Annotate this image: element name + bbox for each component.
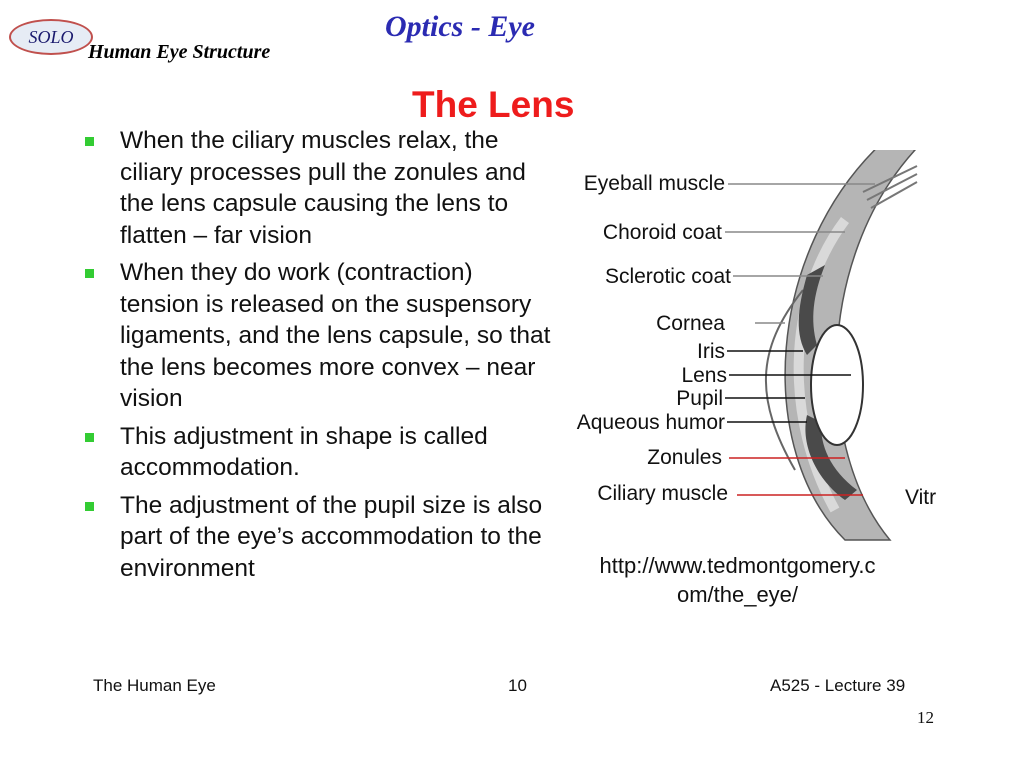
lens-heading: The Lens xyxy=(412,84,575,125)
ciliary-upper-shape xyxy=(798,265,825,355)
label-pupil: Pupil xyxy=(676,387,723,410)
bullet-marker-icon xyxy=(85,137,94,146)
bullet-item: The adjustment of the pupil size is also… xyxy=(82,490,552,585)
source-url-line-1: http://www.tedmontgomery.c xyxy=(599,553,876,578)
cornea-shape xyxy=(764,289,804,471)
label-iris: Iris xyxy=(697,340,725,363)
footer-center-number: 10 xyxy=(508,676,527,695)
bullet-item: When they do work (contraction) tension … xyxy=(82,257,552,415)
bullet-text: When the ciliary muscles relax, the cili… xyxy=(120,127,526,249)
label-eyeball-muscle: Eyeball muscle xyxy=(584,172,725,195)
bullet-list: When the ciliary muscles relax, the cili… xyxy=(82,125,552,590)
label-ciliary-muscle: Ciliary muscle xyxy=(597,482,728,505)
footer-right-text: A525 - Lecture 39 xyxy=(770,676,906,695)
source-url-line-2: om/the_eye/ xyxy=(676,582,799,607)
bullet-text: When they do work (contraction) tension … xyxy=(120,259,551,412)
bullet-item: This adjustment in shape is called accom… xyxy=(82,421,552,484)
label-choroid-coat: Choroid coat xyxy=(603,221,722,244)
lens-shape xyxy=(810,324,864,446)
label-vitreous-partial: Vitr xyxy=(905,486,936,509)
page-number: 12 xyxy=(917,708,934,727)
label-lens: Lens xyxy=(681,364,727,387)
bullet-marker-icon xyxy=(85,501,94,511)
bullet-text: This adjustment in shape is called accom… xyxy=(120,422,488,482)
ciliary-lower-shape xyxy=(805,415,857,500)
eye-diagram-svg: Eyeball muscle Choroid coat Sclerotic co… xyxy=(577,150,936,541)
choroid-shape xyxy=(793,217,850,513)
eye-diagram: Eyeball muscle Choroid coat Sclerotic co… xyxy=(545,150,945,550)
source-url: http://www.tedmontgomery.c om/the_eye/ xyxy=(560,551,915,609)
eyeball-muscle-shape xyxy=(862,165,918,209)
label-aqueous-humor: Aqueous humor xyxy=(577,411,725,434)
bullet-text: The adjustment of the pupil size is also… xyxy=(120,491,543,582)
solo-badge: SOLO xyxy=(9,19,93,55)
bullet-marker-icon xyxy=(85,269,94,278)
footer-left-text: The Human Eye xyxy=(93,676,216,695)
label-cornea: Cornea xyxy=(656,312,725,335)
label-sclerotic-coat: Sclerotic coat xyxy=(605,265,731,288)
bullet-marker-icon xyxy=(85,432,94,442)
slide-subtitle: Human Eye Structure xyxy=(88,41,271,63)
slide-title: Optics - Eye xyxy=(385,10,535,43)
bullet-item: When the ciliary muscles relax, the cili… xyxy=(82,125,552,251)
label-zonules: Zonules xyxy=(647,446,722,469)
